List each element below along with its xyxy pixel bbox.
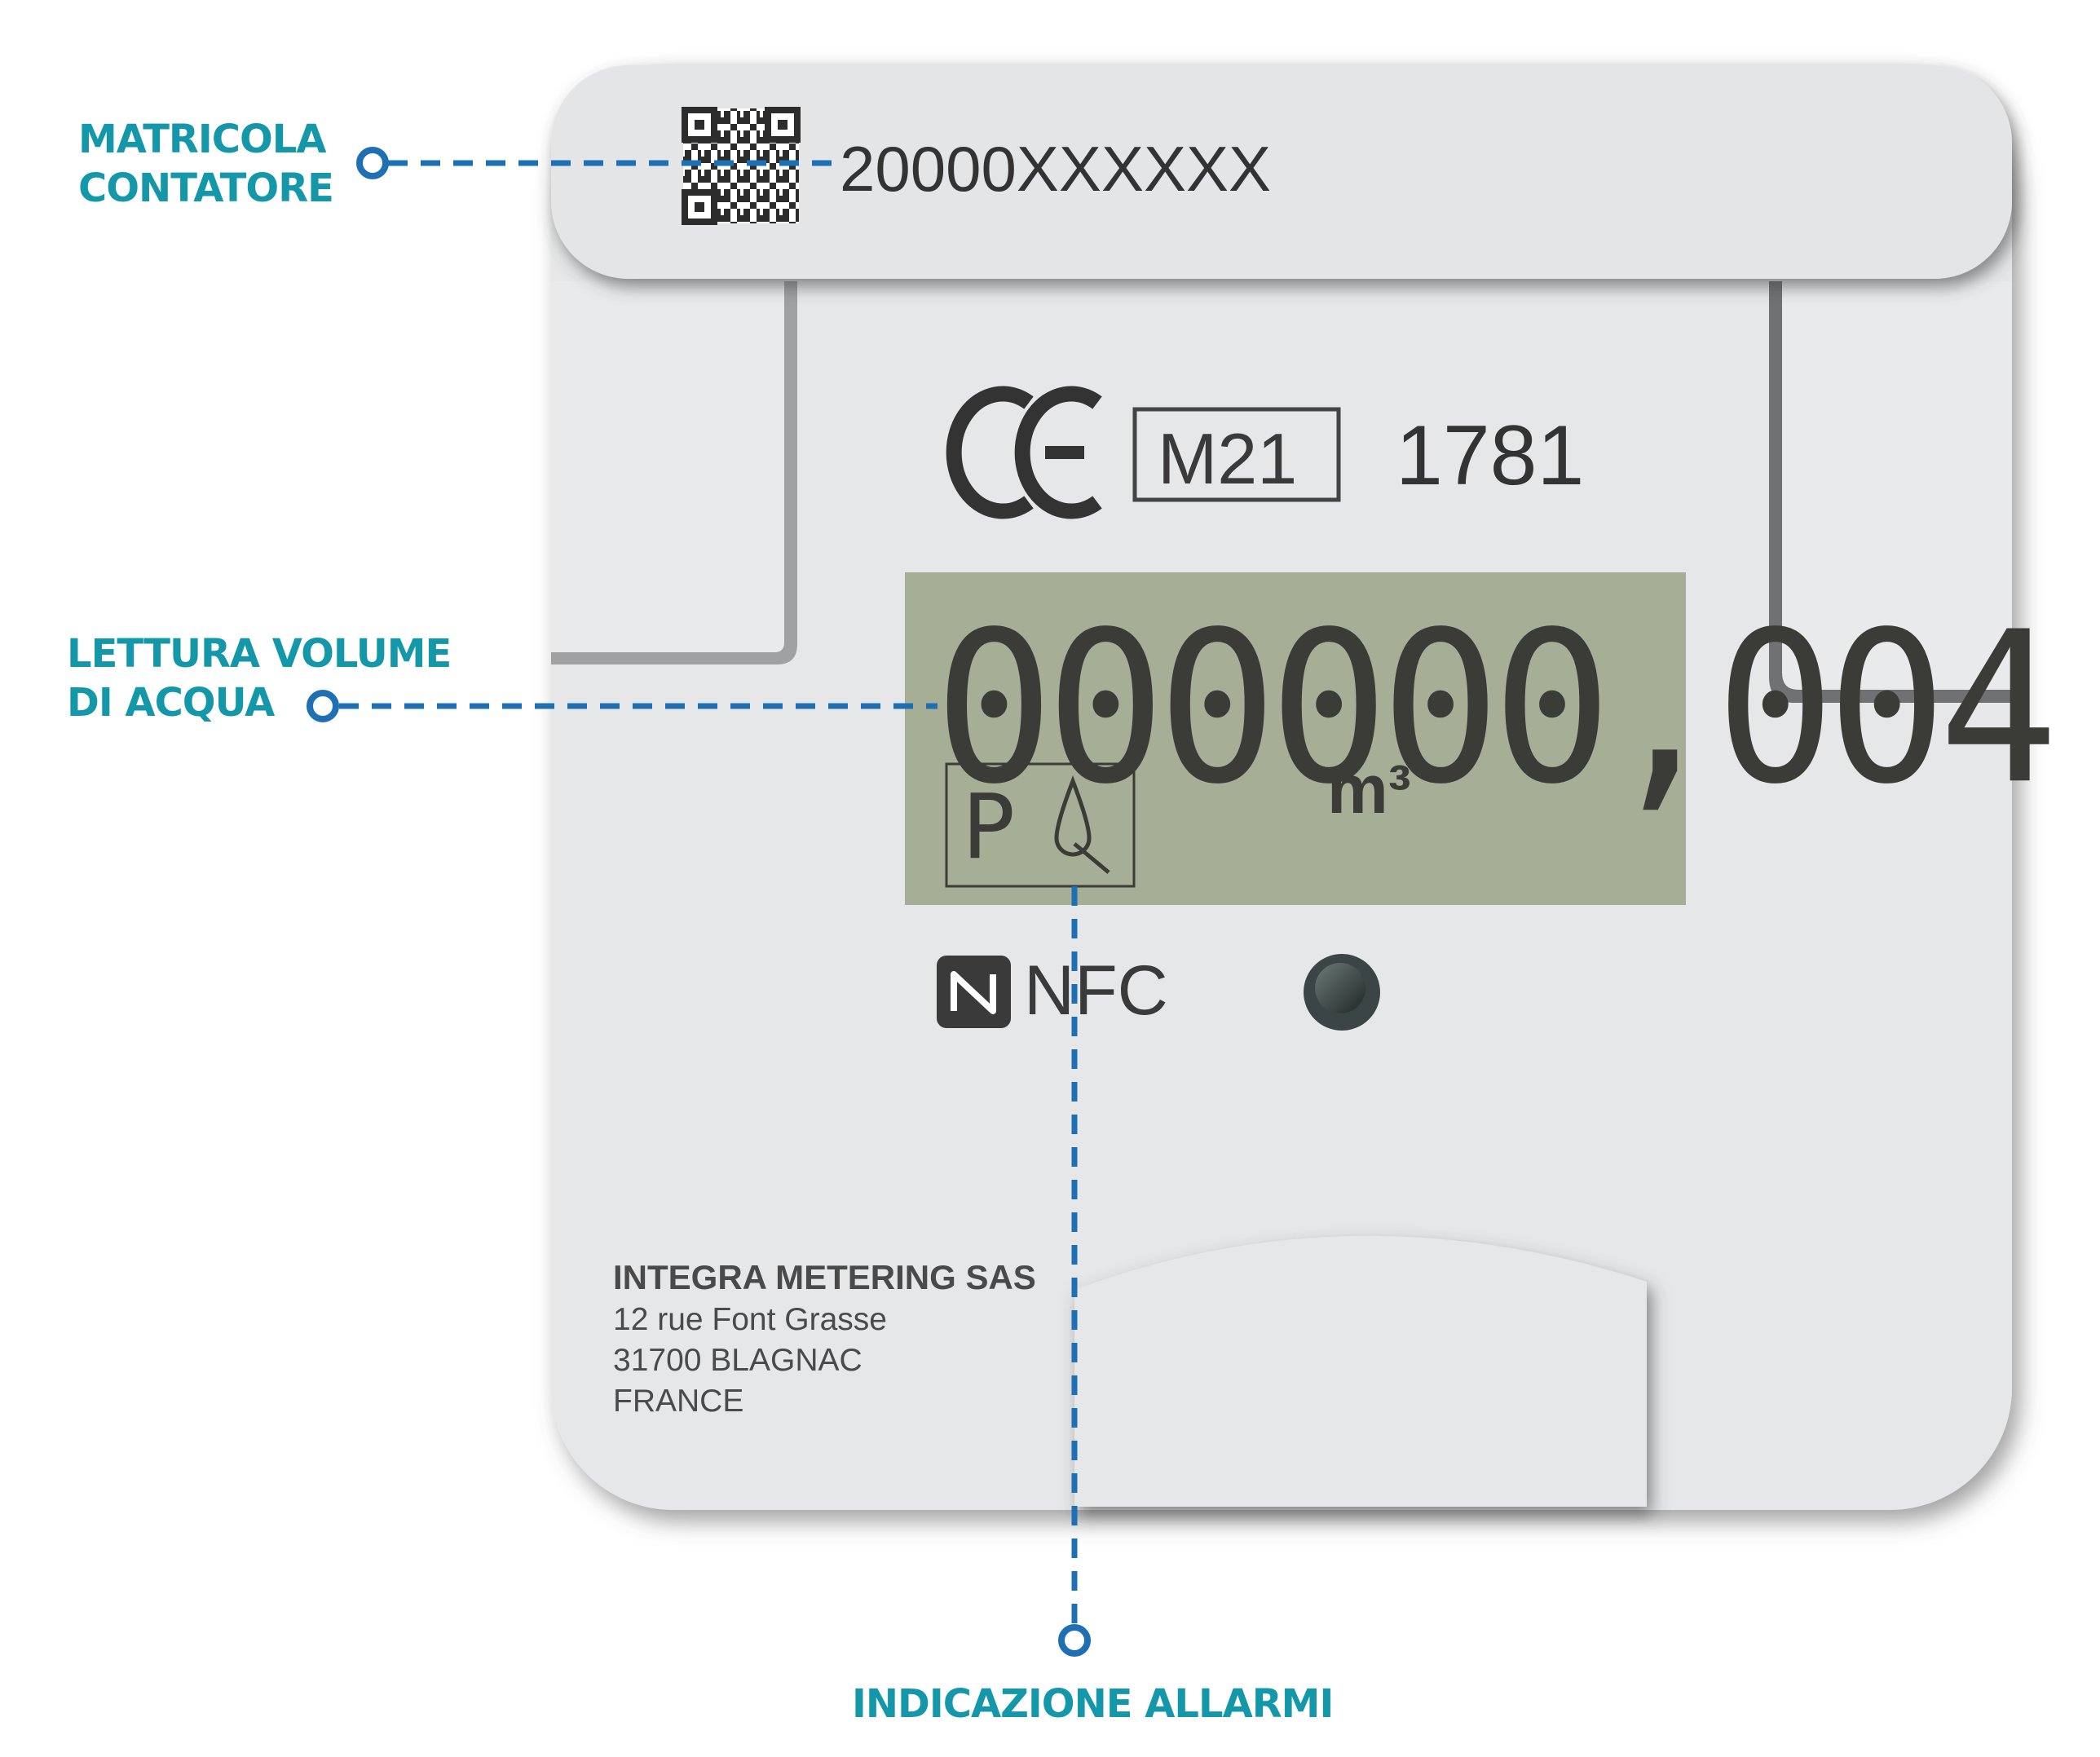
manufacturer-name: INTEGRA METERING SAS bbox=[613, 1258, 1036, 1296]
notified-body-number: 1781 bbox=[1396, 408, 1585, 503]
water-drop-icon bbox=[1054, 775, 1110, 874]
callout-connectors bbox=[339, 160, 1078, 1624]
volume-label-line1: LETTURA VOLUME bbox=[67, 631, 452, 677]
serial-callout-label: MATRICOLA CONTATORE bbox=[78, 115, 334, 213]
serial-label-line1: MATRICOLA bbox=[78, 117, 327, 162]
lcd-unit: m³ bbox=[1327, 751, 1411, 828]
manufacturer-address-line3: FRANCE bbox=[613, 1384, 744, 1419]
volume-label-line2: DI ACQUA bbox=[67, 680, 275, 726]
alarm-callout-label: INDICAZIONE ALLARMI bbox=[852, 1681, 1334, 1727]
serial-number: 20000XXXXXX bbox=[840, 133, 1272, 205]
volume-callout-label: LETTURA VOLUME DI ACQUA bbox=[67, 629, 452, 727]
alarm-letter: P bbox=[962, 775, 1017, 879]
alarm-connector-dot bbox=[1058, 1624, 1091, 1657]
volume-connector-dot bbox=[307, 690, 339, 722]
manufacturer-address-line1: 12 rue Font Grasse bbox=[613, 1302, 887, 1337]
alarm-box bbox=[945, 762, 1136, 888]
lcd-reading: 000000,004 bbox=[934, 587, 2058, 831]
manufacturer-address-line2: 31700 BLAGNAC bbox=[613, 1343, 862, 1378]
manufacturer-block: INTEGRA METERING SAS 12 rue Font Grasse … bbox=[613, 1256, 1036, 1422]
serial-label-line2: CONTATORE bbox=[78, 166, 334, 211]
ce-mark-icon bbox=[946, 386, 1102, 519]
nfc-label: NFC bbox=[1024, 951, 1168, 1030]
lcd-display bbox=[905, 572, 1686, 905]
serial-connector-dot bbox=[356, 147, 389, 179]
metrology-mark: M21 bbox=[1158, 418, 1298, 499]
metrology-mark-box bbox=[1132, 407, 1341, 502]
nfc-n-icon bbox=[937, 956, 1011, 1028]
led-indicator bbox=[1304, 954, 1380, 1031]
